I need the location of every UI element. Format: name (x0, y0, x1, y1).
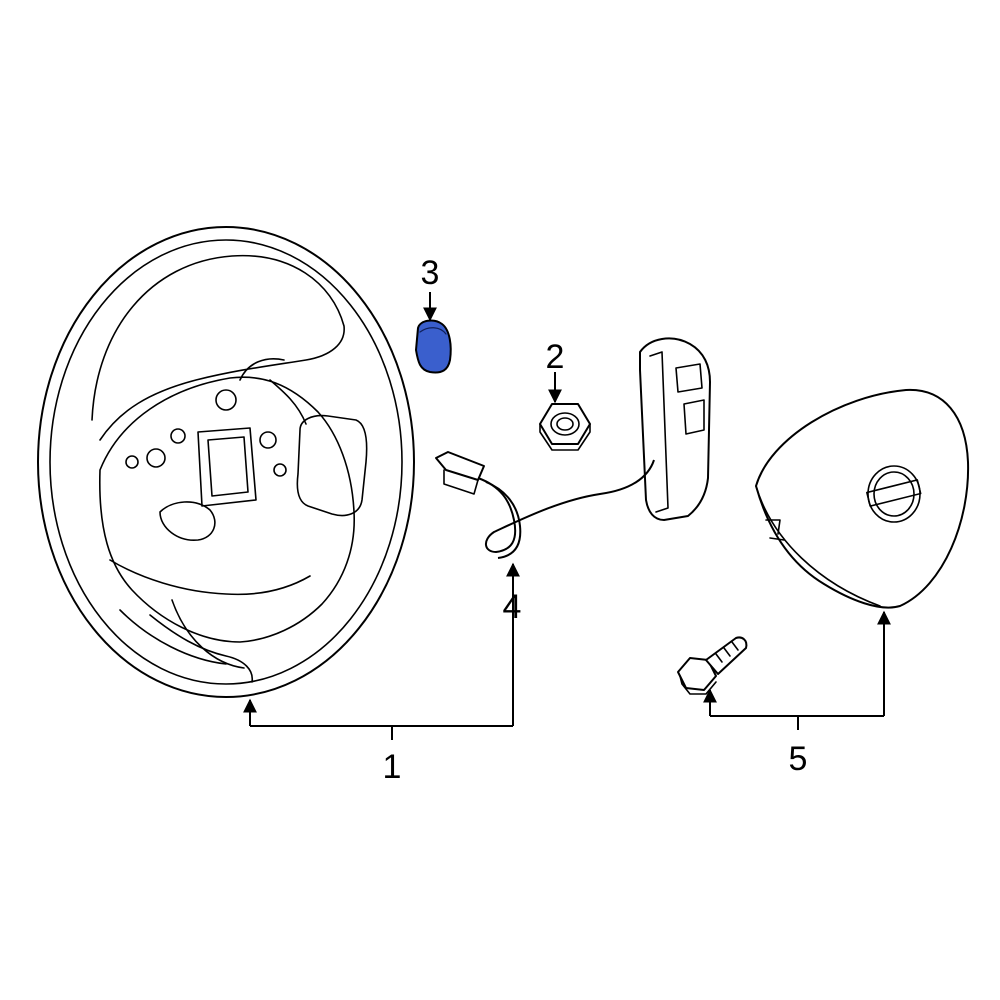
horn-pad-cap[interactable] (414, 319, 452, 374)
steering-wheel[interactable] (37, 226, 415, 698)
hex-nut[interactable] (539, 403, 591, 451)
callout-1: 1 (383, 748, 402, 786)
mounting-bolt[interactable] (677, 636, 748, 695)
switch-harness-assembly[interactable] (435, 337, 711, 559)
manufacturer-logo (866, 465, 922, 523)
callout-4: 4 (503, 588, 522, 626)
airbag-module[interactable] (755, 388, 970, 609)
leader-lines (243, 292, 891, 740)
callout-5: 5 (789, 740, 808, 778)
callout-3: 3 (421, 254, 440, 292)
callout-2: 2 (546, 338, 565, 376)
